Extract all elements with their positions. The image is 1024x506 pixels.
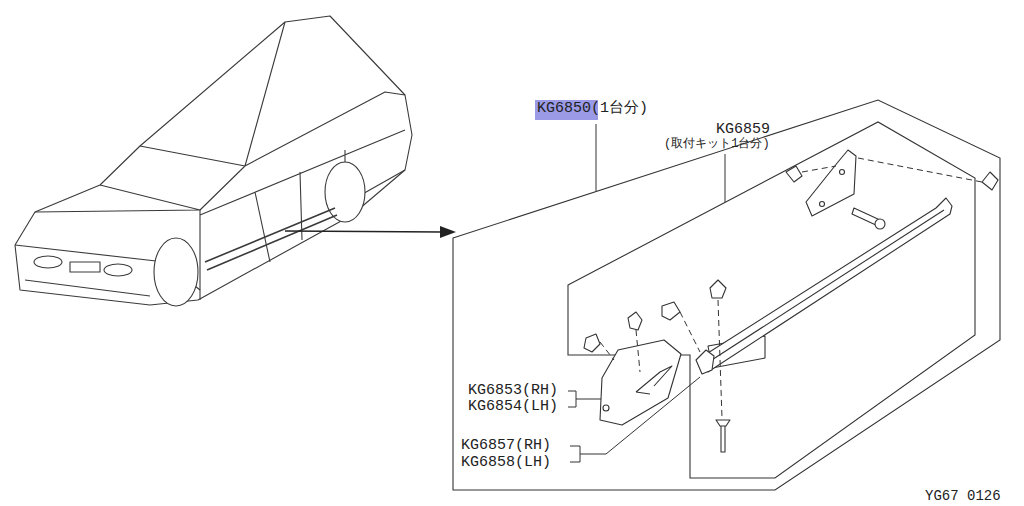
mud-guard <box>600 340 681 425</box>
part-number: KG6857(RH) <box>461 438 551 454</box>
dashed-line <box>858 158 982 182</box>
part-number: KG6859 <box>716 122 770 138</box>
part-number: KG6853(RH) <box>468 383 558 399</box>
grille <box>70 262 100 272</box>
kit-note: (取付キット1台分) <box>664 138 770 151</box>
car-wireframe <box>15 16 412 306</box>
arrow-head <box>440 226 456 238</box>
mount-bracket <box>806 150 856 216</box>
clip <box>584 334 600 352</box>
dashed-line <box>636 330 640 372</box>
front-wheel <box>154 238 198 306</box>
set-frame <box>453 100 1000 490</box>
mud-guard-detail <box>636 366 672 394</box>
clip <box>662 302 680 320</box>
arrow-shaft <box>285 231 442 232</box>
molding-end-cap <box>696 350 714 374</box>
clip <box>710 280 726 298</box>
rear-wheel <box>325 162 365 222</box>
drawing-code: YG67 0126 <box>925 489 1001 504</box>
side-molding-edge <box>704 210 944 365</box>
dashed-line <box>718 300 722 418</box>
hole <box>603 405 609 411</box>
part-number: KG6858(LH) <box>461 455 551 471</box>
bracket <box>568 391 602 407</box>
dashed-line <box>600 342 614 360</box>
parts <box>584 150 998 452</box>
clip <box>982 172 998 190</box>
bolt-head <box>875 219 885 229</box>
frames <box>453 100 1000 490</box>
headlight <box>34 256 62 268</box>
clip <box>786 166 802 182</box>
kit-frame <box>568 122 975 478</box>
leader-lines <box>568 124 725 462</box>
leader-line <box>725 154 726 202</box>
car-body <box>15 16 412 245</box>
part-number: KG6854(LH) <box>468 399 558 415</box>
dashed-line <box>680 312 700 352</box>
headlight <box>104 264 132 276</box>
side-molding-on-car <box>205 208 337 270</box>
assembly-lines <box>600 158 982 418</box>
car-side <box>200 130 405 300</box>
screw <box>716 420 730 452</box>
hole <box>820 202 825 207</box>
dashed-line <box>802 166 836 172</box>
hole <box>840 170 845 175</box>
clip <box>628 312 642 330</box>
leader-line <box>596 124 597 191</box>
pointer-arrow <box>285 226 456 238</box>
side-molding <box>700 198 952 372</box>
part-number: KG6850(1台分) <box>537 101 648 117</box>
